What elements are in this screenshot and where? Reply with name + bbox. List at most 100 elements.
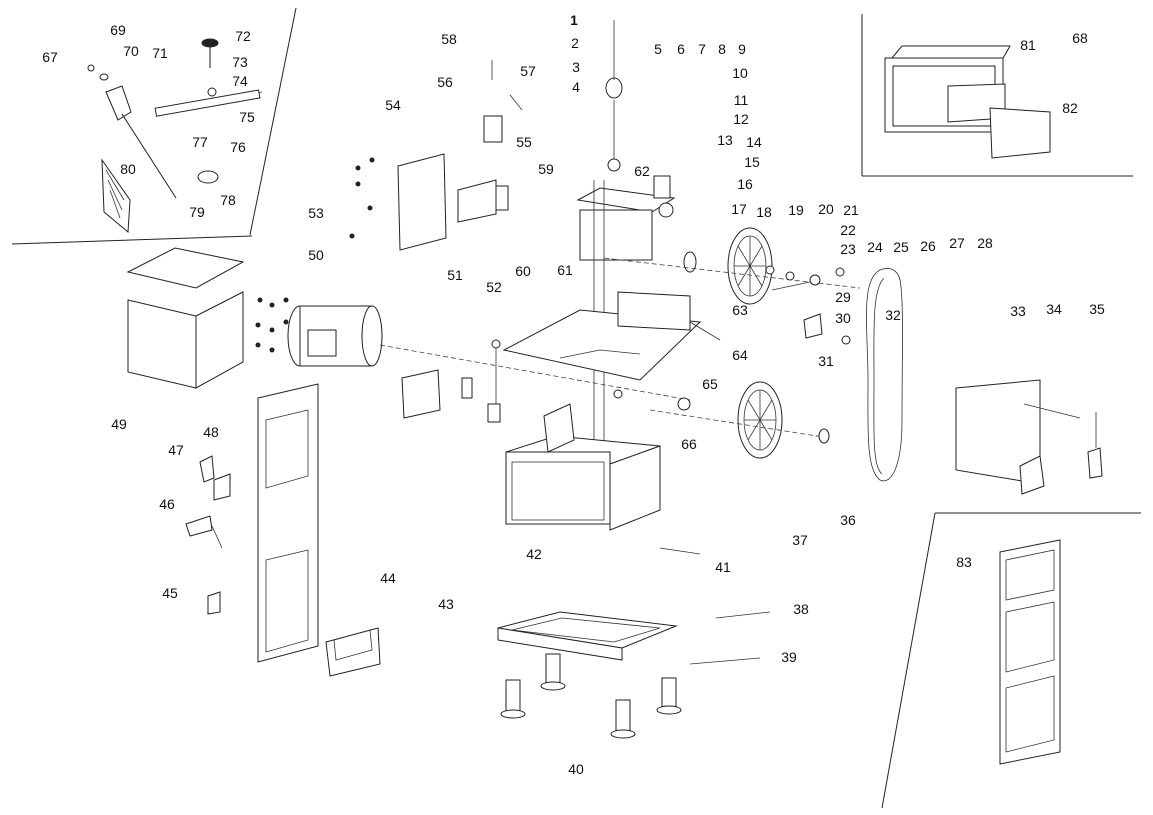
part-label-30: 30 [835,310,851,326]
blade-guard-assembly [87,38,263,234]
inset-frame-top-right [861,14,1133,177]
part-label-81: 81 [1020,37,1036,53]
cabinet-with-drawer [884,45,1051,159]
part-label-47: 47 [168,442,184,458]
part-label-62: 62 [634,163,650,179]
part-label-67: 67 [42,49,58,65]
part-label-51: 51 [447,267,463,283]
part-label-37: 37 [792,532,808,548]
part-label-52: 52 [486,279,502,295]
part-label-13: 13 [717,132,733,148]
legs [500,653,682,739]
part-label-78: 78 [220,192,236,208]
leader-lines [659,281,811,665]
top-cover-panel [126,247,245,389]
part-label-18: 18 [756,204,772,220]
part-label-38: 38 [793,601,809,617]
part-label-77: 77 [192,134,208,150]
part-label-11: 11 [733,92,749,108]
switch-box [401,179,509,419]
saw-blade [866,268,903,482]
part-label-53: 53 [308,205,324,221]
lower-wheel [649,381,831,459]
part-label-27: 27 [949,235,965,251]
work-table [502,291,721,381]
back-plate [349,153,447,251]
part-label-28: 28 [977,235,993,251]
part-label-33: 33 [1010,303,1026,319]
part-label-49: 49 [111,416,127,432]
part-label-32: 32 [885,307,901,323]
part-label-66: 66 [681,436,697,452]
part-label-69: 69 [110,22,126,38]
part-label-31: 31 [818,353,834,369]
right-side-cover [955,379,1103,495]
part-label-41: 41 [715,559,731,575]
part-label-2: 2 [571,35,579,51]
saw-frame [576,175,676,480]
side-frame-left [257,383,319,663]
small-parts-center [461,339,623,423]
part-label-19: 19 [788,202,804,218]
part-label-21: 21 [843,202,859,218]
part-label-71: 71 [152,45,168,61]
part-label-61: 61 [557,262,573,278]
part-label-25: 25 [893,239,909,255]
part-label-24: 24 [867,239,883,255]
upper-guide-post [605,20,623,172]
upper-blade-guide [483,60,523,143]
part-label-39: 39 [781,649,797,665]
part-label-5: 5 [654,41,662,57]
part-label-36: 36 [840,512,856,528]
part-label-20: 20 [818,201,834,217]
part-label-64: 64 [732,347,748,363]
part-label-3: 3 [572,59,580,75]
part-label-82: 82 [1062,100,1078,116]
stand-base [497,611,678,661]
part-label-65: 65 [702,376,718,392]
part-label-4: 4 [572,79,580,95]
part-label-16: 16 [737,176,753,192]
part-label-80: 80 [120,161,136,177]
part-label-63: 63 [732,302,748,318]
part-label-75: 75 [239,109,255,125]
part-label-1: 1 [570,12,578,28]
part-label-10: 10 [732,65,748,81]
part-label-22: 22 [840,222,856,238]
electrical-box [325,627,381,677]
part-label-9: 9 [738,41,746,57]
part-label-46: 46 [159,496,175,512]
base-cabinet [505,403,661,531]
part-label-17: 17 [731,201,747,217]
part-label-70: 70 [123,43,139,59]
part-label-8: 8 [718,41,726,57]
part-label-26: 26 [920,238,936,254]
part-label-23: 23 [840,241,856,257]
part-label-12: 12 [733,111,749,127]
part-label-35: 35 [1089,301,1105,317]
part-label-57: 57 [520,63,536,79]
part-label-60: 60 [515,263,531,279]
part-label-7: 7 [698,41,706,57]
door-panel [999,539,1061,765]
part-label-42: 42 [526,546,542,562]
part-label-55: 55 [516,134,532,150]
part-label-56: 56 [437,74,453,90]
tension-bracket [803,313,851,345]
part-label-34: 34 [1046,301,1062,317]
small-brackets-left [185,455,231,615]
part-label-74: 74 [232,73,248,89]
motor [287,305,691,401]
part-label-15: 15 [744,154,760,170]
motor-mount-holes [255,297,289,353]
inset-frame-bottom-right [881,512,1141,809]
part-label-76: 76 [230,139,246,155]
part-label-14: 14 [746,134,762,150]
part-label-79: 79 [189,204,205,220]
part-label-54: 54 [385,97,401,113]
part-label-29: 29 [835,289,851,305]
part-label-44: 44 [380,570,396,586]
part-label-50: 50 [308,247,324,263]
part-label-73: 73 [232,54,248,70]
